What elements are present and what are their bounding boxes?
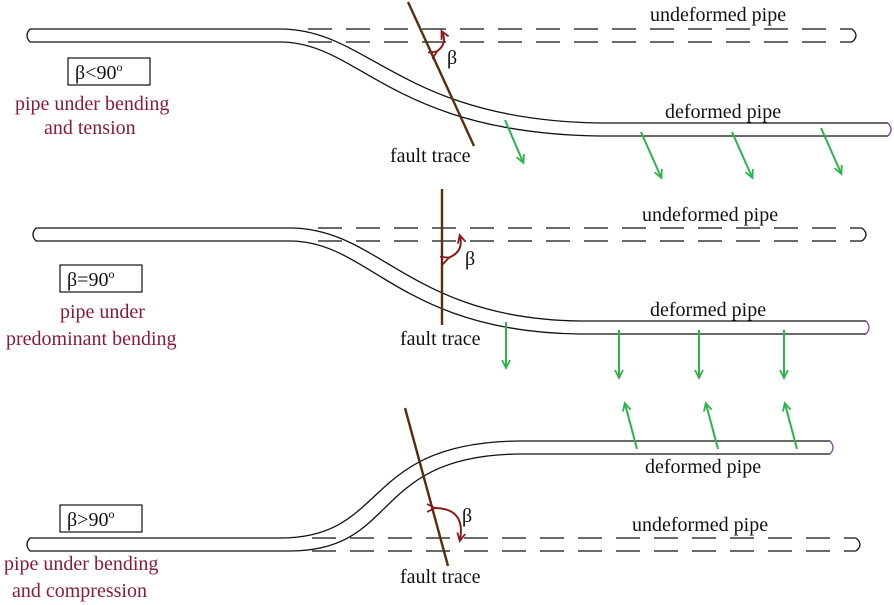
panel-compression: β undeformed pipe deformed pipe fault tr…: [4, 404, 861, 602]
undeformed-pipe-label: undeformed pipe: [650, 4, 786, 26]
case-description-line1: pipe under: [60, 301, 145, 323]
deformed-pipe: [26, 28, 892, 137]
condition-box: [67, 57, 151, 86]
deformed-pipe-label: deformed pipe: [650, 299, 766, 321]
beta-angle-arc: [436, 32, 444, 52]
case-description-line2: predominant bending: [6, 328, 177, 350]
condition-box: [59, 504, 143, 533]
condition-text: β=90o: [67, 267, 114, 291]
deformed-pipe: [26, 440, 834, 552]
case-description-line2: and compression: [12, 580, 147, 602]
undeformed-pipe: [308, 28, 857, 43]
panel-bending: β undeformed pipe deformed pipe fault tr…: [6, 189, 870, 377]
deformed-pipe-label: deformed pipe: [645, 456, 761, 478]
fault-trace-label: fault trace: [390, 145, 471, 167]
deformed-pipe: [32, 227, 870, 335]
beta-symbol: β: [447, 47, 457, 69]
undeformed-pipe-label: undeformed pipe: [632, 514, 768, 536]
case-description-line1: pipe under bending: [4, 553, 158, 575]
force-arrows: [625, 404, 798, 450]
condition-text: β<90o: [75, 60, 122, 84]
case-description-line2: and tension: [44, 117, 136, 139]
beta-symbol: β: [462, 505, 472, 527]
beta-symbol: β: [465, 248, 475, 270]
force-arrows: [506, 322, 784, 377]
fault-trace-line: [406, 1, 476, 147]
fault-trace-line: [403, 407, 450, 567]
beta-angle-arc: [434, 508, 461, 540]
fault-trace-label: fault trace: [400, 566, 481, 588]
undeformed-pipe: [318, 227, 867, 242]
fault-trace-label: fault trace: [400, 328, 481, 350]
beta-angle-arc: [448, 236, 461, 258]
force-arrows: [504, 119, 841, 177]
undeformed-pipe-label: undeformed pipe: [642, 204, 778, 226]
panel-tension: β undeformed pipe deformed pipe fault tr…: [15, 1, 892, 177]
case-description-line1: pipe under bending: [15, 93, 169, 115]
condition-text: β>90o: [67, 507, 114, 531]
deformed-pipe-label: deformed pipe: [665, 101, 781, 123]
undeformed-pipe: [312, 537, 861, 552]
condition-box: [59, 264, 143, 293]
